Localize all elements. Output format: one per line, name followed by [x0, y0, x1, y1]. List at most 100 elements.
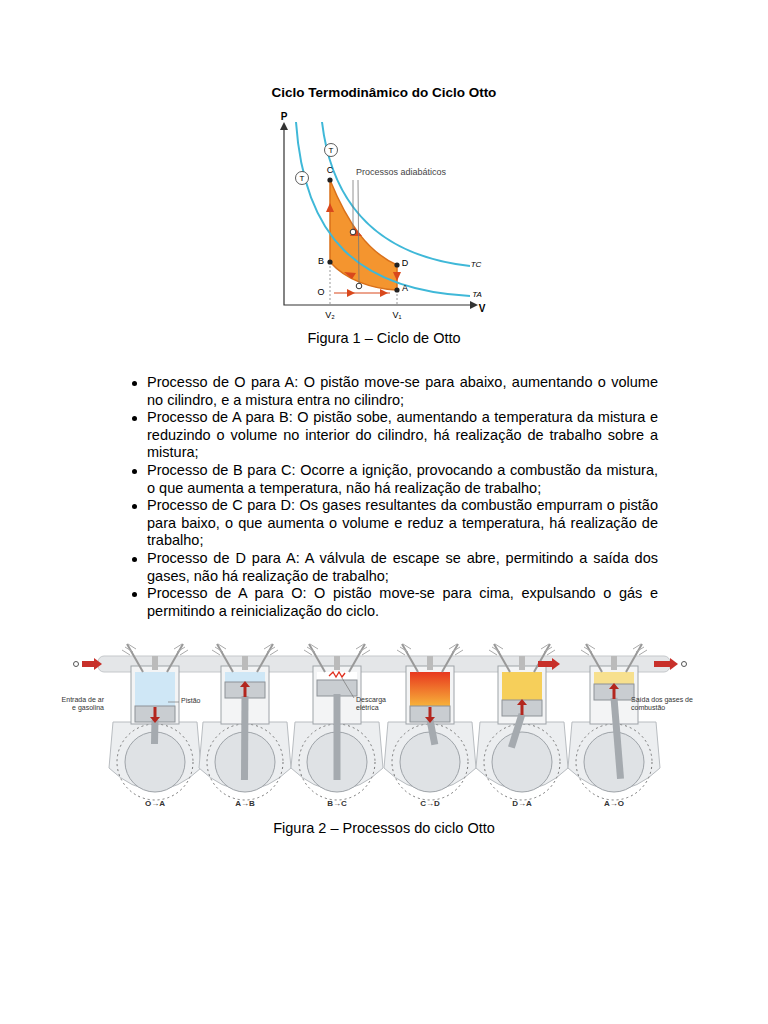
bullet-item: Processo de D para A: A válvula de escap… [130, 550, 658, 585]
intake-valve [586, 644, 602, 672]
valve-spring [177, 647, 185, 652]
curve-label: TA [472, 291, 482, 300]
point-label: C [327, 166, 334, 176]
cylinder [406, 666, 454, 724]
bullet-dot [132, 557, 137, 562]
valve-spring [128, 644, 136, 649]
axis-label: P [281, 111, 288, 122]
spark-plug [519, 656, 525, 670]
manifold [98, 656, 670, 672]
bullet-text: Processo de D para A: A válvula de escap… [147, 550, 658, 584]
gas-charge [225, 672, 265, 682]
figure-caption: Figura 1 – Ciclo de Otto [184, 331, 584, 347]
flow-arrow [347, 289, 355, 297]
motion-arrow [150, 717, 160, 723]
isotherm-ta [296, 122, 470, 296]
connecting-rod [334, 694, 341, 780]
bullet-text: Processo de C para D: Os gases resultant… [147, 497, 658, 548]
bullet-text: Processo de A para B: O pistão sobe, aum… [147, 409, 658, 460]
gas-charge [135, 672, 175, 706]
flow-arrow [380, 289, 388, 297]
flow-arrow [552, 658, 560, 670]
flow-arrow [326, 203, 334, 212]
exhaust-valve [167, 644, 183, 672]
bullet-text: Processo de B para C: Ocorre a ignição, … [147, 462, 658, 496]
axis-arrow [470, 301, 478, 309]
gas-charge [502, 672, 542, 700]
gas-charge [317, 672, 357, 680]
connecting-rod [241, 696, 249, 780]
axis-label: V [479, 303, 486, 314]
leader-line [358, 180, 359, 283]
symbol-label: T [300, 174, 305, 183]
point-label: A [402, 284, 408, 294]
flow-arrow [344, 272, 356, 279]
motion-arrow [240, 681, 250, 687]
valve-spring [452, 647, 460, 652]
piston [594, 684, 634, 700]
bullet-dot [132, 592, 137, 597]
bullet-item: Processo de B para C: Ocorre a ignição, … [130, 462, 658, 497]
annotation: Processos adiabáticos [356, 168, 446, 178]
flow-arrow [393, 272, 401, 281]
bullet-list: Processo de O para A: O pistão move-se p… [130, 374, 658, 620]
valve-spring [492, 647, 500, 652]
exhaust-valve [626, 644, 642, 672]
callout-label: Saída dos gases de combustão [631, 696, 705, 711]
exhaust-valve [442, 644, 458, 672]
exhaust-valve [534, 644, 550, 672]
stage-label: O→A [125, 800, 185, 809]
piston [410, 706, 450, 722]
valve-spring [307, 647, 315, 652]
stage-label: C→D [400, 800, 460, 809]
valve-spring [403, 644, 411, 649]
stage-label: A→O [584, 800, 644, 809]
stage-label: A→B [215, 800, 275, 809]
bullet-dot [132, 469, 137, 474]
valve-spring [636, 647, 644, 652]
valve-spring [547, 650, 555, 655]
valve-spring [489, 650, 497, 655]
page-title: Ciclo Termodinâmico do Ciclo Otto [184, 86, 584, 101]
valve-spring [544, 647, 552, 652]
symbol-circle [325, 144, 338, 157]
valve-spring [397, 650, 405, 655]
piston [225, 682, 265, 698]
piston [502, 700, 542, 716]
point [327, 177, 332, 182]
bullet-item: Processo de A para B: O pistão sobe, aum… [130, 409, 658, 462]
cylinder [131, 666, 179, 724]
bullet-item: Processo de C para D: Os gases resultant… [130, 497, 658, 550]
motion-arrow [244, 687, 247, 697]
callout-label: Entrada de ar e gasolina [60, 696, 104, 711]
spark [329, 672, 345, 677]
point [350, 229, 356, 235]
bullet-text: Processo de O para A: O pistão move-se p… [147, 374, 658, 408]
valve-spring [174, 644, 182, 649]
isotherm-tc [322, 122, 470, 266]
valve-spring [310, 644, 318, 649]
valve-spring [581, 650, 589, 655]
point [356, 283, 362, 289]
stage-label: D→A [492, 800, 552, 809]
spark-plug [611, 656, 617, 670]
crank-wheel [400, 732, 460, 792]
bullet-item: Processo de A para O: O pistão move-se p… [130, 585, 658, 620]
valve-spring [212, 650, 220, 655]
connecting-rod [430, 720, 435, 745]
valve-spring [584, 647, 592, 652]
piston [135, 706, 175, 722]
engine-illustration [74, 644, 687, 800]
intake-valve [127, 644, 143, 672]
flow-arrow [538, 661, 552, 667]
valve-spring [495, 644, 503, 649]
valve-spring [270, 650, 278, 655]
spark-plug [152, 656, 158, 670]
motion-arrow [613, 689, 616, 699]
valve-spring [218, 644, 226, 649]
leader-line [168, 702, 179, 703]
spark-plug [427, 656, 433, 670]
flow-arrow [82, 661, 94, 667]
pv-graph [280, 122, 478, 309]
callout-dot [74, 662, 79, 667]
